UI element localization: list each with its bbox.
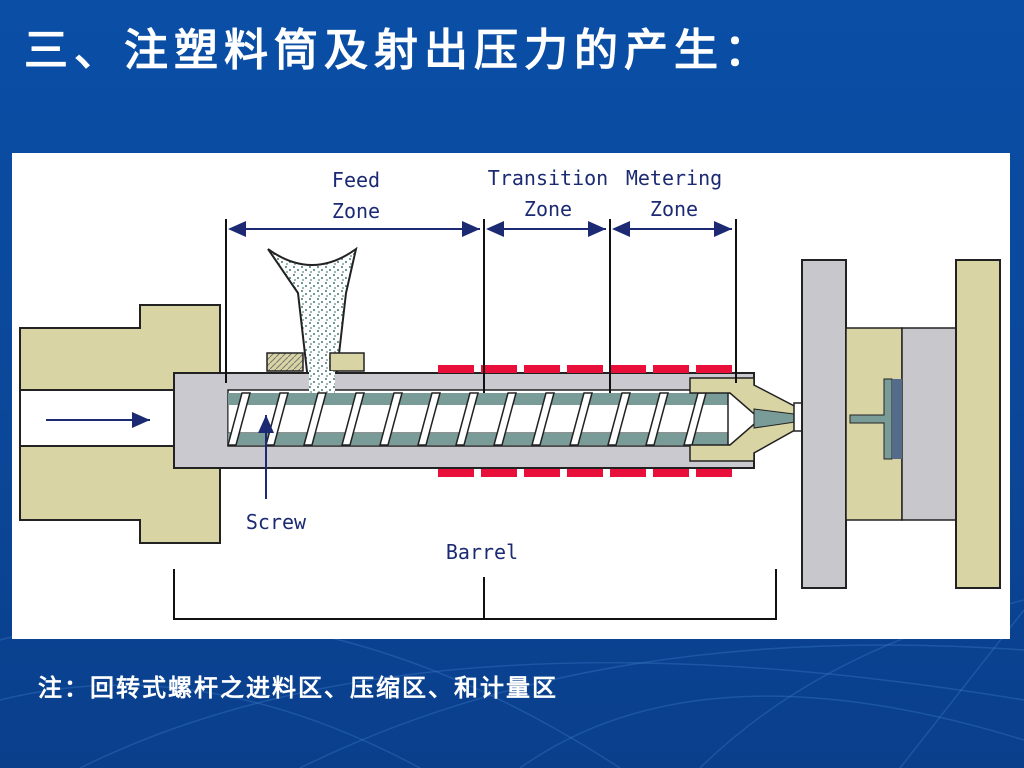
- footnote: 注：回转式螺杆之进料区、压缩区、和计量区: [38, 673, 558, 702]
- screw-flight: [607, 392, 631, 446]
- mold-half-moving: [901, 327, 957, 521]
- screw-flight: [493, 392, 517, 446]
- heater-band: [438, 469, 474, 477]
- mold-cavity: [892, 379, 902, 459]
- feed-zone-label-1: Feed: [332, 168, 380, 192]
- heater-band: [524, 365, 560, 373]
- slide-title: 三、注塑料筒及射出压力的产生：: [24, 25, 774, 76]
- transition-zone-label-1: Transition: [488, 166, 608, 190]
- metering-zone-label-1: Metering: [626, 166, 722, 190]
- screw-flight: [379, 392, 403, 446]
- barrel-bracket: [173, 569, 777, 620]
- screw-flight: [531, 392, 555, 446]
- heater-band: [481, 365, 517, 373]
- heater-band: [696, 469, 732, 477]
- screw-flight: [341, 392, 365, 446]
- heater-bands: [438, 365, 732, 477]
- screw-flight: [303, 392, 327, 446]
- heater-band: [524, 469, 560, 477]
- heater-band: [653, 365, 689, 373]
- screw-flight: [645, 392, 669, 446]
- feed-throat: [309, 371, 335, 393]
- diagram-panel: Feed Zone Transition Zone Metering Zone …: [12, 153, 1010, 639]
- feed-zone-label-2: Zone: [332, 199, 380, 223]
- barrel-label: Barrel: [446, 540, 518, 564]
- screw-flight: [455, 392, 479, 446]
- heater-band: [696, 365, 732, 373]
- screw-flight: [417, 392, 441, 446]
- heater-band: [610, 469, 646, 477]
- transition-zone-label-2: Zone: [524, 197, 572, 221]
- heater-band: [481, 469, 517, 477]
- hopper-flange-left: [266, 352, 304, 372]
- heater-band: [438, 365, 474, 373]
- metering-zone-label-2: Zone: [650, 197, 698, 221]
- hopper-flange-right: [329, 352, 365, 372]
- moving-platen: [955, 259, 1001, 589]
- screw-flight: [227, 392, 251, 446]
- screw-flight: [569, 392, 593, 446]
- screw-label: Screw: [246, 510, 307, 534]
- injection-barrel-diagram: Feed Zone Transition Zone Metering Zone …: [19, 166, 1001, 620]
- heater-band: [567, 365, 603, 373]
- heater-band: [567, 469, 603, 477]
- screw-flights: [227, 392, 707, 446]
- heater-band: [610, 365, 646, 373]
- heater-band: [653, 469, 689, 477]
- fixed-platen: [801, 259, 847, 589]
